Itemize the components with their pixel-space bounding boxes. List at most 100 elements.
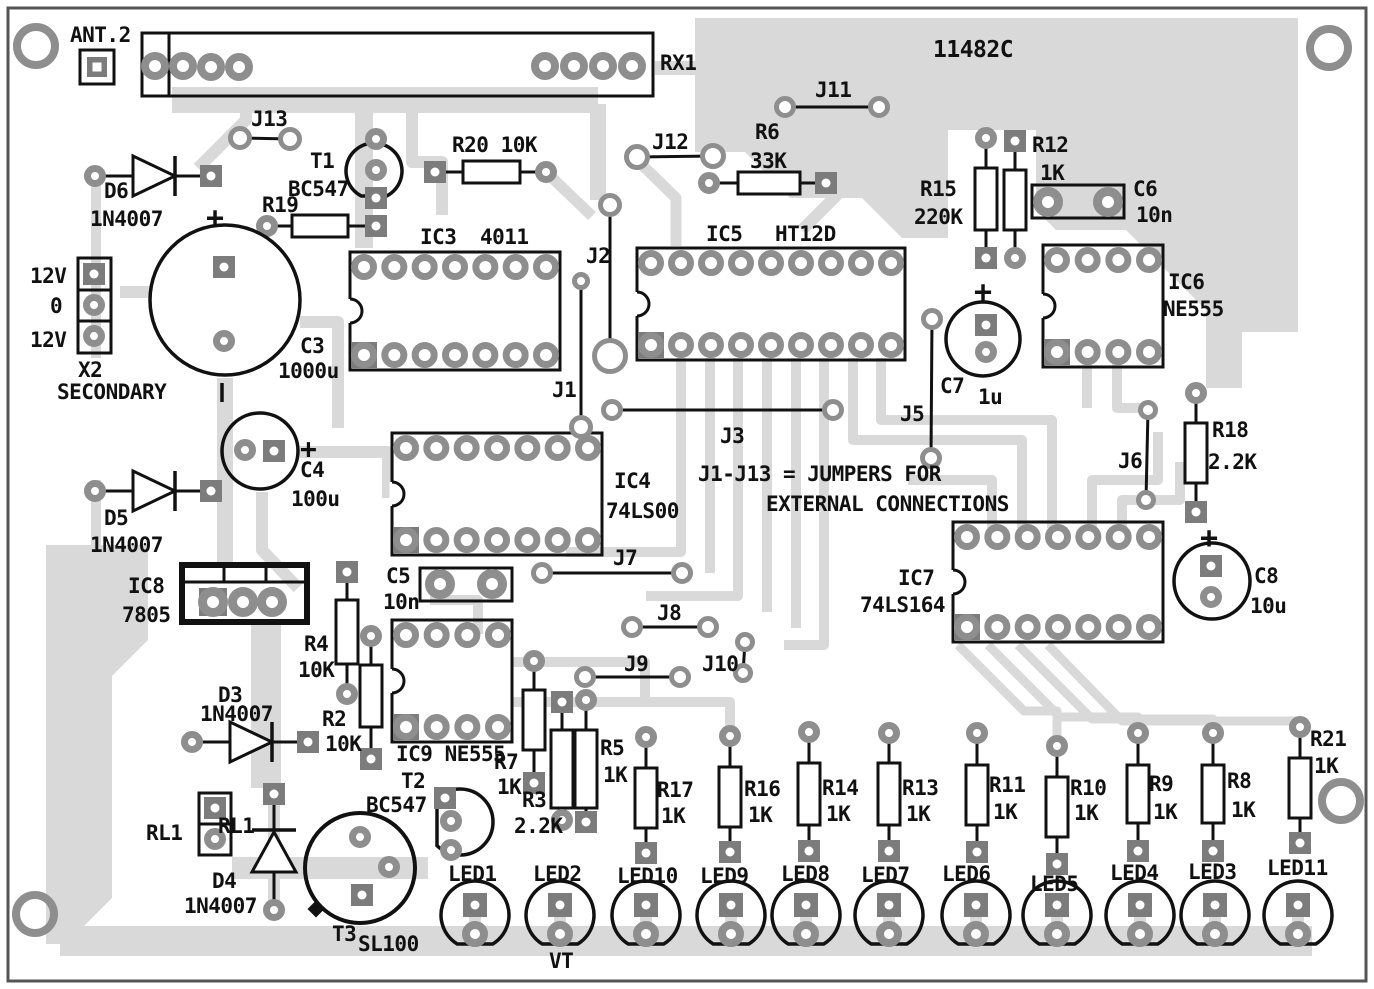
ic-pin [423,714,450,740]
pad-ring [569,415,593,439]
ic-pin [698,332,724,358]
ic-pin [423,622,450,648]
label-j8-65: J8 [657,601,681,625]
pad-ring [336,683,358,705]
label-j7-60: J7 [613,546,637,570]
label-1k-98: 1K [1074,801,1099,825]
label-ic9-ne555-70: IC9 NE555 [396,742,505,766]
ic-pin [1136,614,1162,640]
ic-pin [788,250,814,276]
led-outline [1104,879,1176,946]
label-11482c-2: 11482C [933,37,1013,63]
pad-ring [1138,400,1158,420]
copper-trace [784,358,829,650]
pad-hole [92,62,102,72]
pad-hole [1191,507,1201,517]
label-100u-50: 100u [291,487,340,511]
ic-pin [1105,339,1132,365]
led-LED2 [524,879,596,947]
label-j1-j13-jumpers-for-41: J1-J13 = JUMPERS FOR [698,462,942,486]
pad-ring [551,809,573,831]
label-bc547-5: BC547 [288,177,349,201]
pad-ring [822,399,844,421]
label-c5-58: C5 [386,564,410,588]
ic-pin [984,524,1011,550]
resistor-R8 [1200,722,1226,862]
label-r20-10k-6: R20 10K [452,133,538,157]
label-j5-36: J5 [900,402,924,426]
led-LED1 [439,879,511,947]
led-LED10 [610,879,682,947]
copper-trace [797,120,842,235]
ic-pin [1074,247,1101,273]
pad-hole [371,193,381,203]
label-r16-89: R16 [744,777,780,801]
ic-pin [485,714,511,740]
label-1n4007-55: 1N4007 [90,207,163,231]
led-outline [940,879,1012,946]
label-12v-27: 12V [30,328,67,352]
copper-plane [46,545,148,944]
led-LED7 [853,879,925,947]
ic-pin [454,714,481,740]
label-r5-85: R5 [600,736,624,760]
pad-ring [204,828,226,850]
pad-ring [349,826,371,848]
led-outline [1179,879,1251,946]
copper-trace [256,492,303,593]
ic-pin [1014,614,1041,640]
pad-ring [256,215,278,237]
pad-ring [575,689,597,711]
ic-pin [848,332,874,358]
jumper-J5 [920,308,943,469]
transistor-T2 [434,787,495,861]
pad-hole [971,900,981,910]
resistor-R3 [549,691,575,831]
ic-pin [575,527,601,553]
label-c8-47: C8 [1254,564,1278,588]
capacitor-C8 [1172,541,1252,621]
pad-ring [624,144,650,170]
resistor-R18 [1183,382,1209,523]
resistor-body [1125,763,1151,825]
label-led6-112: LED6 [942,862,991,886]
jumper-J6 [1136,400,1158,510]
led-outline [1262,879,1334,946]
ic-pin [411,254,438,280]
pad-ring [1202,722,1224,744]
ic-pin [788,332,814,358]
jumper-J12 [624,143,726,170]
ic-IC3 [347,250,562,372]
pad-ring [671,562,693,584]
label-ic3-18: IC3 [420,225,456,249]
resistor-body [1044,775,1070,839]
pad-ring [225,53,253,81]
label-74ls164-62: 74LS164 [860,593,945,617]
connector-RX1 [140,31,655,98]
resistor-body [796,761,822,827]
ic-pin [1014,524,1041,550]
label-10n-17: 10n [1136,203,1172,227]
label-10k-64: 10K [298,658,335,682]
pad-ring [572,272,590,290]
ic-pin [514,435,541,461]
ic-pin [1105,524,1132,550]
pad-hole [371,221,381,231]
label-2-2k-84: 2.2K [514,814,563,838]
ic-pin [1045,614,1071,640]
label-led3-115: LED3 [1188,860,1237,884]
pad-hole [470,900,480,910]
ic-IC9 [389,618,514,744]
pad-ring [531,562,553,584]
board-border [6,6,1368,983]
label-4011-19: 4011 [480,225,529,249]
capacitor-C7 [944,300,1022,378]
pad-hole [725,847,735,857]
label-c4-49: C4 [300,458,324,482]
label-c7-33: C7 [940,374,964,398]
capacitor-C4 [220,411,300,491]
copper-plane [695,18,1298,388]
pad-ring [1004,247,1026,269]
label-r18-44: R18 [1212,418,1248,442]
